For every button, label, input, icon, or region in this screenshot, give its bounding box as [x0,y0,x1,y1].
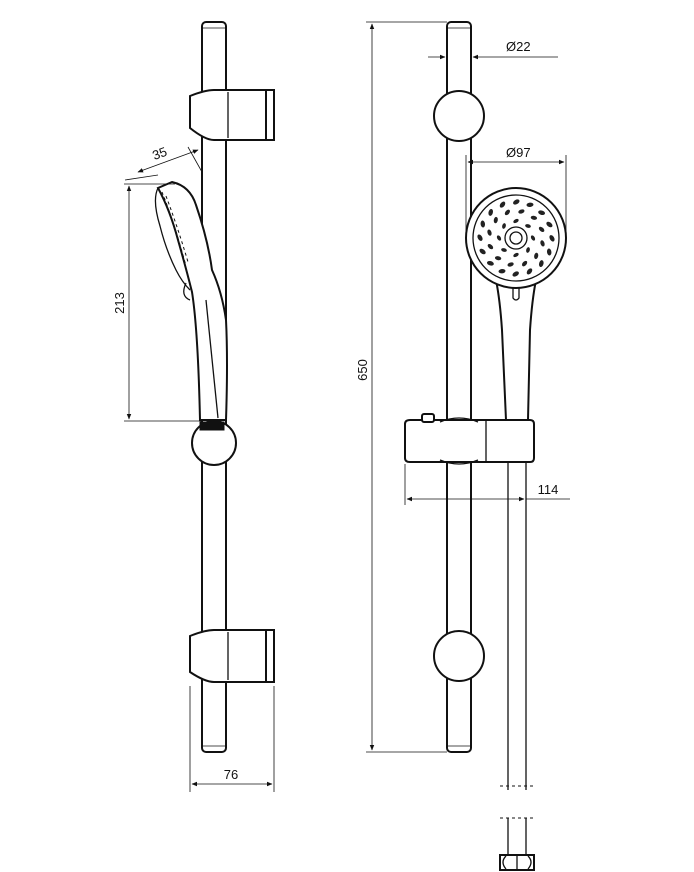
front-rail [446,21,472,753]
nozzle [526,268,533,275]
dim-d22-label: Ø22 [506,39,531,54]
front-slider [404,413,535,465]
nozzle [507,262,514,267]
dim-650-label: 650 [355,359,370,381]
nozzle [534,252,539,260]
nozzle [538,226,545,232]
nozzle [513,218,519,224]
nozzle [512,271,519,277]
nozzle [493,216,498,224]
nozzle [477,234,483,241]
side-view: 35 213 76 [112,21,275,792]
dim-35: 35 [124,144,203,181]
nozzle [530,215,538,220]
nozzle [526,247,530,253]
nozzle [488,208,494,216]
nozzle [498,268,506,274]
side-slider [191,420,237,466]
nozzle [494,256,502,261]
nozzle [518,209,525,214]
front-lower-mount [433,630,485,682]
nozzle [538,260,544,268]
side-lower-bracket [189,629,275,683]
nozzle [540,240,545,247]
dim-76: 76 [189,686,275,792]
dim-d22: Ø22 [428,39,558,60]
nozzle [525,224,531,228]
nozzle [513,199,520,205]
nozzle [480,220,486,228]
dim-213: 213 [112,183,202,422]
nozzle [549,235,555,242]
nozzle [486,260,494,266]
nozzle [538,210,546,216]
nozzle [513,252,519,258]
dim-650: 650 [355,21,447,753]
nozzle [487,244,494,250]
nozzle [487,229,492,236]
nozzle [499,201,506,208]
nozzle [496,235,502,241]
nozzle [522,260,528,267]
front-upper-mount [433,90,485,142]
front-view: 650 Ø22 Ø97 114 [355,21,570,871]
dim-d97: Ø97 [465,145,567,238]
dim-d97-label: Ø97 [506,145,531,160]
front-hose [499,460,535,871]
nozzle [546,221,553,228]
side-upper-bracket [189,89,275,141]
dim-114-label: 114 [538,482,559,497]
nozzle [479,248,486,255]
nozzle [504,209,510,216]
nozzle [530,235,536,241]
front-handshower [465,187,567,421]
nozzle [502,223,506,229]
dim-35-label: 35 [150,144,169,163]
side-handshower [154,180,228,421]
nozzle [546,248,552,256]
dim-114: 114 [404,464,570,505]
dim-76-label: 76 [224,767,238,782]
nozzle-ring [477,199,555,277]
nozzle [526,202,534,208]
dim-213-label: 213 [112,292,127,314]
nozzle [501,248,507,252]
